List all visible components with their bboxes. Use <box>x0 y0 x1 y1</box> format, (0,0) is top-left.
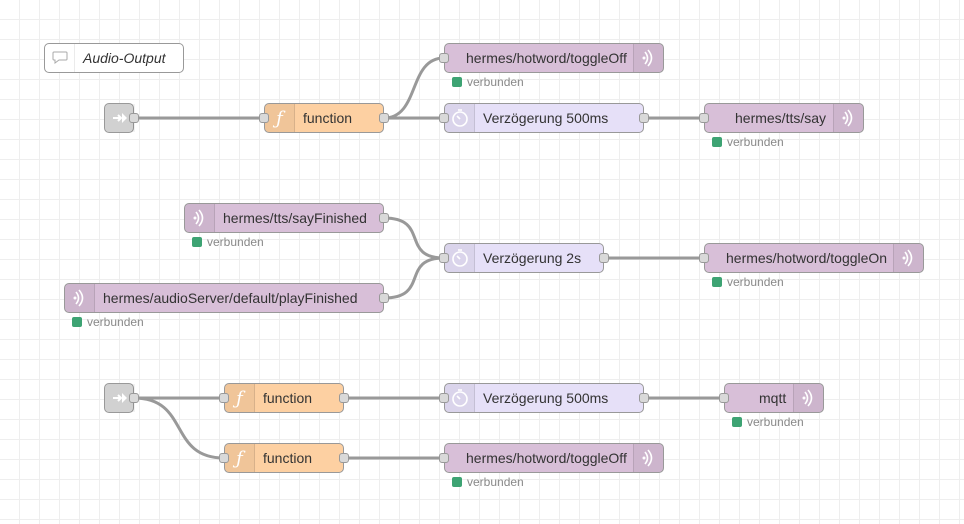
node-label: hermes/hotword/toggleOn <box>726 250 888 266</box>
status-dot <box>72 317 82 327</box>
function-icon: ƒ <box>225 384 255 412</box>
node-label: Verzögerung 500ms <box>483 390 609 406</box>
node-label: function <box>263 450 313 466</box>
mqtt-wave-icon <box>65 284 95 312</box>
input-port[interactable] <box>259 113 269 123</box>
status-dot <box>712 137 722 147</box>
node-label: hermes/hotword/toggleOff <box>466 50 627 66</box>
output-port[interactable] <box>339 393 349 403</box>
mqtt-in-node[interactable]: hermes/audioServer/default/playFinished <box>64 283 389 313</box>
output-port[interactable] <box>379 293 389 303</box>
node-label: hermes/tts/say <box>735 110 827 126</box>
timer-icon <box>445 384 475 412</box>
mqtt-out-node[interactable]: hermes/hotword/toggleOff <box>439 43 664 73</box>
delay-node[interactable]: Verzögerung 500ms <box>439 103 649 133</box>
input-port[interactable] <box>439 453 449 463</box>
input-port[interactable] <box>719 393 729 403</box>
function-node[interactable]: ƒ function <box>219 443 349 473</box>
status-text: verbunden <box>207 235 264 249</box>
status-text: verbunden <box>747 415 804 429</box>
status-indicator: verbunden <box>712 135 784 149</box>
output-port[interactable] <box>379 213 389 223</box>
mqtt-wave-icon <box>833 104 863 132</box>
output-port[interactable] <box>599 253 609 263</box>
node-label: hermes/hotword/toggleOff <box>466 450 627 466</box>
status-indicator: verbunden <box>452 475 524 489</box>
node-label: Verzögerung 500ms <box>483 110 609 126</box>
function-icon: ƒ <box>225 444 255 472</box>
link-in-node[interactable] <box>104 103 139 133</box>
delay-node[interactable]: Verzögerung 500ms <box>439 383 649 413</box>
link-in-node[interactable] <box>104 383 139 413</box>
status-text: verbunden <box>727 275 784 289</box>
input-port[interactable] <box>699 113 709 123</box>
node-label: function <box>263 390 313 406</box>
node-label: hermes/audioServer/default/playFinished <box>103 290 358 306</box>
wire[interactable] <box>383 256 445 300</box>
node-label: function <box>303 110 353 126</box>
status-indicator: verbunden <box>712 275 784 289</box>
function-node[interactable]: ƒ function <box>219 383 349 413</box>
status-dot <box>712 277 722 287</box>
mqtt-wave-icon <box>185 204 215 232</box>
function-icon: ƒ <box>265 104 295 132</box>
input-port[interactable] <box>439 393 449 403</box>
function-node[interactable]: ƒ function <box>259 103 389 133</box>
status-text: verbunden <box>467 475 524 489</box>
delay-node[interactable]: Verzögerung 2s <box>439 243 609 273</box>
mqtt-out-node[interactable]: hermes/hotword/toggleOff <box>439 443 664 473</box>
mqtt-out-node[interactable]: hermes/tts/say <box>699 103 864 133</box>
output-port[interactable] <box>129 393 139 403</box>
input-port[interactable] <box>439 53 449 63</box>
node-label: hermes/tts/sayFinished <box>223 210 367 226</box>
status-indicator: verbunden <box>72 315 144 329</box>
mqtt-out-node[interactable]: mqtt <box>719 383 824 413</box>
comment-label: Audio-Output <box>83 50 166 66</box>
mqtt-wave-icon <box>893 244 923 272</box>
status-text: verbunden <box>87 315 144 329</box>
wire[interactable] <box>133 396 225 460</box>
status-indicator: verbunden <box>732 415 804 429</box>
output-port[interactable] <box>379 113 389 123</box>
output-port[interactable] <box>339 453 349 463</box>
comment-node[interactable]: Audio-Output <box>44 43 184 73</box>
input-port[interactable] <box>439 253 449 263</box>
input-port[interactable] <box>219 393 229 403</box>
node-label: Verzögerung 2s <box>483 250 582 266</box>
comment-icon <box>45 44 75 72</box>
status-indicator: verbunden <box>192 235 264 249</box>
wire[interactable] <box>383 56 445 120</box>
node-label: mqtt <box>759 390 787 406</box>
timer-icon <box>445 244 475 272</box>
mqtt-wave-icon <box>633 44 663 72</box>
status-indicator: verbunden <box>452 75 524 89</box>
mqtt-out-node[interactable]: hermes/hotword/toggleOn <box>699 243 924 273</box>
input-port[interactable] <box>699 253 709 263</box>
status-dot <box>452 477 462 487</box>
output-port[interactable] <box>639 393 649 403</box>
status-dot <box>192 237 202 247</box>
mqtt-wave-icon <box>793 384 823 412</box>
output-port[interactable] <box>129 113 139 123</box>
timer-icon <box>445 104 475 132</box>
status-text: verbunden <box>467 75 524 89</box>
output-port[interactable] <box>639 113 649 123</box>
input-port[interactable] <box>439 113 449 123</box>
status-text: verbunden <box>727 135 784 149</box>
status-dot <box>452 77 462 87</box>
wire[interactable] <box>383 216 445 260</box>
mqtt-in-node[interactable]: hermes/tts/sayFinished <box>184 203 389 233</box>
input-port[interactable] <box>219 453 229 463</box>
status-dot <box>732 417 742 427</box>
mqtt-wave-icon <box>633 444 663 472</box>
